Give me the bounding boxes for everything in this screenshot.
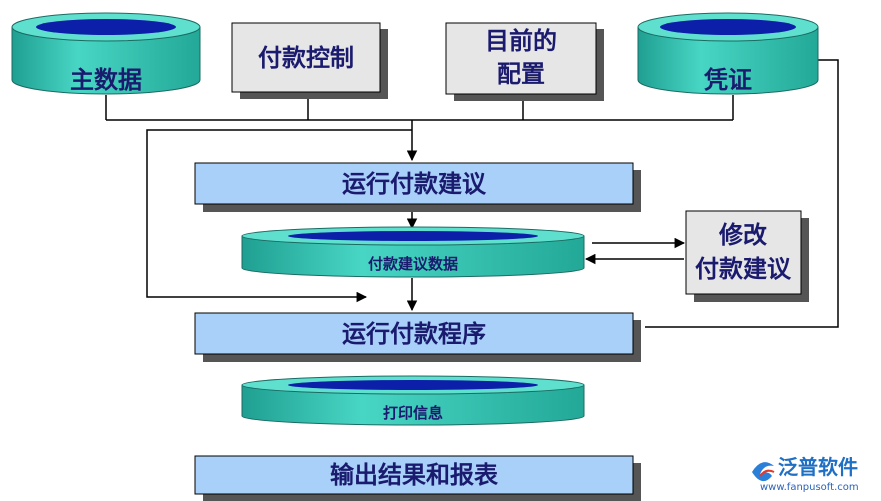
- run-payment-program-box: 运行付款程序: [194, 312, 641, 362]
- fanpusoft-logo: 泛普软件 www.fanpusoft.com: [752, 455, 859, 493]
- modify-label-line2: 付款建议: [695, 255, 792, 283]
- logo-url: www.fanpusoft.com: [760, 482, 859, 493]
- current-config-label-line1: 目前的: [485, 27, 557, 55]
- bypass-loop-arrow: [146, 129, 412, 303]
- logo-name: 泛普软件: [778, 455, 858, 479]
- payment-control-box: 付款控制: [231, 22, 388, 99]
- fanpu-logo-icon: [752, 462, 775, 482]
- master-data-label: 主数据: [70, 66, 142, 94]
- voucher-cylinder: 凭证: [637, 12, 819, 95]
- modify-label-line1: 修改: [718, 221, 767, 249]
- run-payment-proposal-label: 运行付款建议: [342, 170, 487, 198]
- payment-proposal-data-cylinder: 付款建议数据: [241, 226, 585, 278]
- print-info-cylinder: 打印信息: [241, 375, 585, 426]
- output-results-box: 输出结果和报表: [194, 455, 641, 501]
- modify-payment-proposal-box: 修改 付款建议: [685, 210, 809, 302]
- payment-proposal-data-label: 付款建议数据: [368, 255, 458, 273]
- voucher-label: 凭证: [703, 66, 752, 94]
- voucher-feedback-line: [645, 59, 839, 328]
- current-config-label-line2: 配置: [497, 60, 545, 88]
- payment-control-label: 付款控制: [258, 44, 354, 72]
- output-results-label: 输出结果和报表: [330, 461, 499, 489]
- current-config-box: 目前的 配置: [445, 22, 604, 101]
- master-data-cylinder: 主数据: [11, 12, 201, 95]
- run-payment-proposal-box: 运行付款建议: [194, 162, 641, 212]
- run-payment-program-label: 运行付款程序: [342, 320, 486, 348]
- connectors: [105, 59, 839, 328]
- print-info-label: 打印信息: [383, 404, 443, 422]
